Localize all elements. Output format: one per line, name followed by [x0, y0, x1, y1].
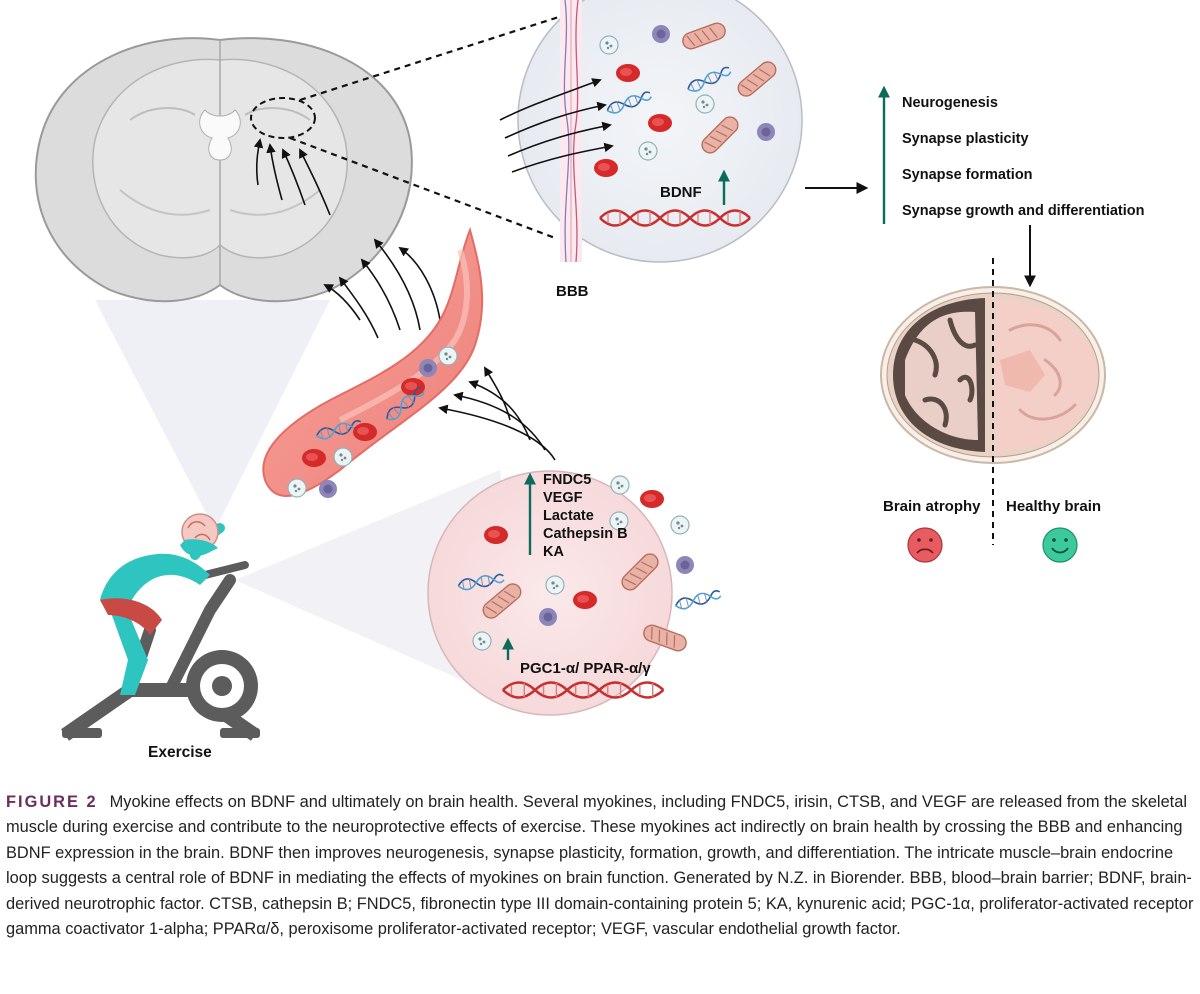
bbb-label: BBB	[556, 283, 589, 300]
myokine-item: Cathepsin B	[543, 526, 628, 542]
bbb-wall	[560, 0, 582, 263]
pgc-label: PGC1-α/ PPAR-α/γ	[520, 660, 651, 677]
effect-item: Synapse growth and differentiation	[902, 203, 1145, 219]
myokine-item: FNDC5	[543, 472, 592, 488]
muscle-circle	[427, 470, 723, 716]
healthy-brain-label: Healthy brain	[1006, 498, 1102, 515]
figure-label: FIGURE 2	[6, 793, 98, 811]
effect-item: Synapse formation	[902, 167, 1033, 183]
brain-atrophy-label: Brain atrophy	[883, 498, 981, 515]
bbb-circle	[499, 0, 803, 263]
sad-face	[907, 527, 943, 563]
effect-item: Neurogenesis	[902, 95, 998, 111]
coronal-brain-section	[34, 37, 413, 303]
myokine-item: KA	[543, 544, 564, 560]
caption-text: Myokine effects on BDNF and ultimately o…	[6, 793, 1194, 939]
blood-vessel	[262, 226, 484, 498]
myokine-list: FNDC5 VEGF Lactate Cathepsin B KA	[543, 471, 628, 561]
figure-diagram	[34, 0, 1106, 741]
exercise-bike-rider	[61, 513, 260, 741]
happy-face	[1042, 527, 1078, 563]
effect-item: Synapse plasticity	[902, 131, 1029, 147]
myokine-item: VEGF	[543, 490, 583, 506]
brain-projection-cone	[95, 300, 330, 530]
myokine-item: Lactate	[543, 508, 594, 524]
human-brain-axial	[880, 258, 1106, 545]
exercise-label: Exercise	[148, 744, 212, 761]
brain-effects-list: Neurogenesis Synapse plasticity Synapse …	[902, 85, 1145, 229]
bdnf-label: BDNF	[660, 184, 702, 201]
